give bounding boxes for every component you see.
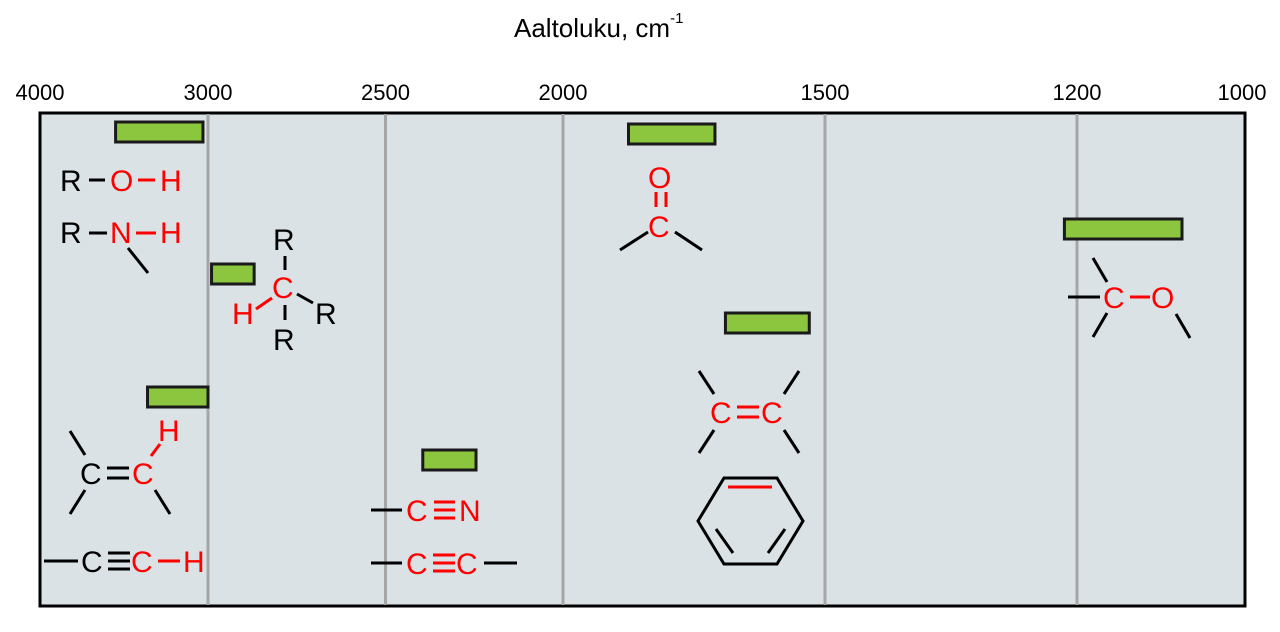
atom-c2: C: [456, 548, 478, 581]
band-0: [114, 120, 205, 144]
band-2: [146, 385, 210, 409]
bond: [697, 429, 716, 454]
bond: [126, 247, 150, 274]
structure-carbonyl: O C: [619, 162, 703, 252]
atom-n: N: [110, 217, 132, 250]
structure-alkyne: C C: [371, 548, 517, 581]
bond: [255, 296, 273, 311]
atom-r-top: R: [273, 224, 295, 257]
structure-nitrile: C N: [371, 495, 481, 528]
bond: [782, 370, 801, 395]
band-3: [421, 448, 478, 472]
ring-double-bond: [714, 528, 735, 554]
atom-c2: C: [131, 546, 153, 579]
structure-amine: R N H: [60, 217, 182, 274]
atom-h: H: [160, 165, 182, 198]
atom-r: R: [60, 165, 82, 198]
absorption-bands: [114, 120, 1184, 472]
band-1: [210, 262, 256, 286]
atom-r-bottom: R: [273, 324, 295, 357]
atom-o: O: [648, 162, 671, 195]
atom-o: O: [110, 165, 133, 198]
plot-panel: [38, 111, 1247, 608]
band-6: [1062, 217, 1184, 241]
bond: [619, 230, 649, 252]
structure-ether: C O: [1068, 257, 1192, 339]
structure-alkyne-ch: C C H: [44, 546, 205, 579]
bond: [68, 430, 87, 456]
tick-label-1200: 1200: [1053, 80, 1102, 105]
atom-c1: C: [710, 397, 732, 430]
bond: [149, 443, 162, 457]
bond: [68, 489, 87, 515]
bond: [1091, 312, 1109, 338]
atom-r: R: [60, 217, 82, 250]
bond: [674, 230, 703, 252]
ring-double-bond: [766, 528, 787, 554]
bond: [697, 370, 716, 395]
atom-c1: C: [406, 548, 428, 581]
atom-c: C: [406, 495, 428, 528]
axis-title-superscript: -1: [670, 10, 683, 27]
tick-label-3000: 3000: [184, 80, 233, 105]
atom-n: N: [459, 495, 481, 528]
bond: [153, 489, 172, 515]
atom-r-right: R: [315, 298, 337, 331]
structure-alkene-ch: H C C: [68, 415, 180, 515]
tick-label-1500: 1500: [801, 80, 850, 105]
atom-h: H: [232, 298, 254, 331]
bond: [1174, 313, 1192, 339]
gridlines: [206, 114, 1079, 605]
tick-label-2000: 2000: [539, 80, 588, 105]
structure-alkene: C C: [697, 370, 801, 454]
atom-h: H: [183, 546, 205, 579]
atom-c1: C: [80, 458, 102, 491]
structure-alcohol: R O H: [60, 165, 182, 198]
tick-label-1000: 1000: [1218, 80, 1267, 105]
tick-labels: 4000 3000 2500 2000 1500 1200 1000: [16, 80, 1267, 105]
tick-label-2500: 2500: [361, 80, 410, 105]
band-5: [723, 311, 811, 335]
atom-c1: C: [81, 546, 103, 579]
structure-benzene: [696, 476, 805, 566]
structures: R O H R N H R C H R R H: [44, 162, 1192, 581]
tick-label-4000: 4000: [16, 80, 65, 105]
atom-c2: C: [761, 397, 783, 430]
bond: [296, 292, 314, 305]
axis-title: Aaltoluku, cm-1: [514, 10, 683, 43]
atom-o: O: [1151, 282, 1174, 315]
structure-alkane-ch: R C H R R: [232, 224, 337, 357]
band-4: [627, 122, 717, 146]
atom-h: H: [158, 415, 180, 448]
benzene-ring: [696, 476, 805, 566]
bond: [782, 429, 801, 454]
atom-c2: C: [132, 458, 154, 491]
atom-c: C: [272, 272, 294, 305]
bond: [1091, 257, 1109, 283]
atom-c: C: [648, 211, 670, 244]
atom-c: C: [1103, 282, 1125, 315]
atom-h: H: [160, 217, 182, 250]
